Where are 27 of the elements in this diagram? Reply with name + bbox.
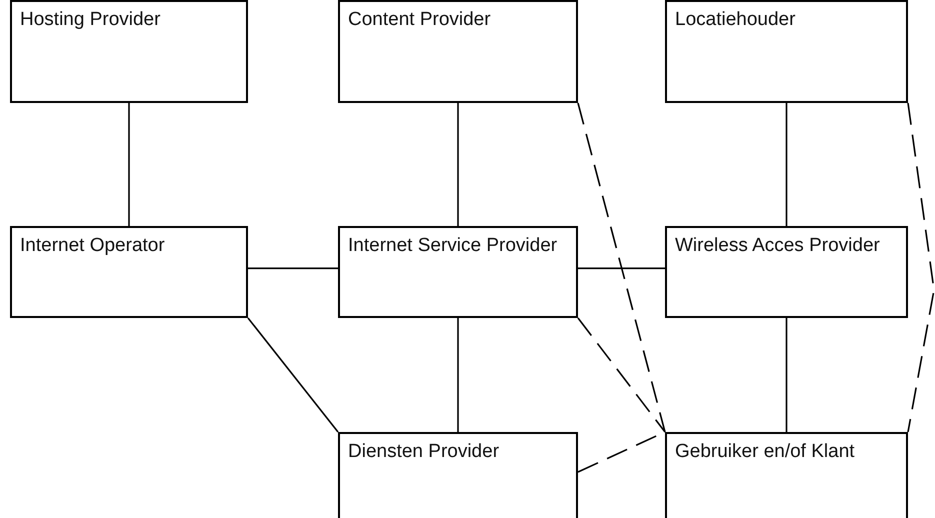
entity-box: [338, 226, 578, 318]
dashed-connector: [577, 318, 666, 432]
entity-box: [10, 0, 248, 103]
entity-box: [665, 432, 908, 518]
entity-box: [10, 226, 248, 318]
entity-label: Internet Service Provider: [348, 234, 558, 257]
dashed-connector: [907, 102, 935, 432]
entity-label: Diensten Provider: [348, 440, 500, 463]
connector: [247, 318, 339, 432]
connector: [457, 103, 459, 226]
connector: [786, 318, 788, 432]
entity-box: [338, 0, 578, 103]
entity-box: [665, 0, 908, 103]
entity-label: Hosting Provider: [20, 8, 162, 31]
connector: [457, 318, 459, 432]
connector: [578, 268, 665, 270]
entity-label: Content Provider: [348, 8, 492, 31]
entity-label: Locatiehouder: [675, 8, 796, 31]
entity-label: Internet Operator: [20, 234, 166, 257]
dashed-connector: [577, 102, 666, 432]
entity-box: [665, 226, 908, 318]
entity-label: Gebruiker en/of Klant: [675, 440, 856, 463]
connector: [786, 103, 788, 226]
connector: [248, 268, 338, 270]
entity-box: [338, 432, 578, 518]
entity-label: Wireless Acces Provider: [675, 234, 881, 257]
connector: [128, 103, 130, 226]
